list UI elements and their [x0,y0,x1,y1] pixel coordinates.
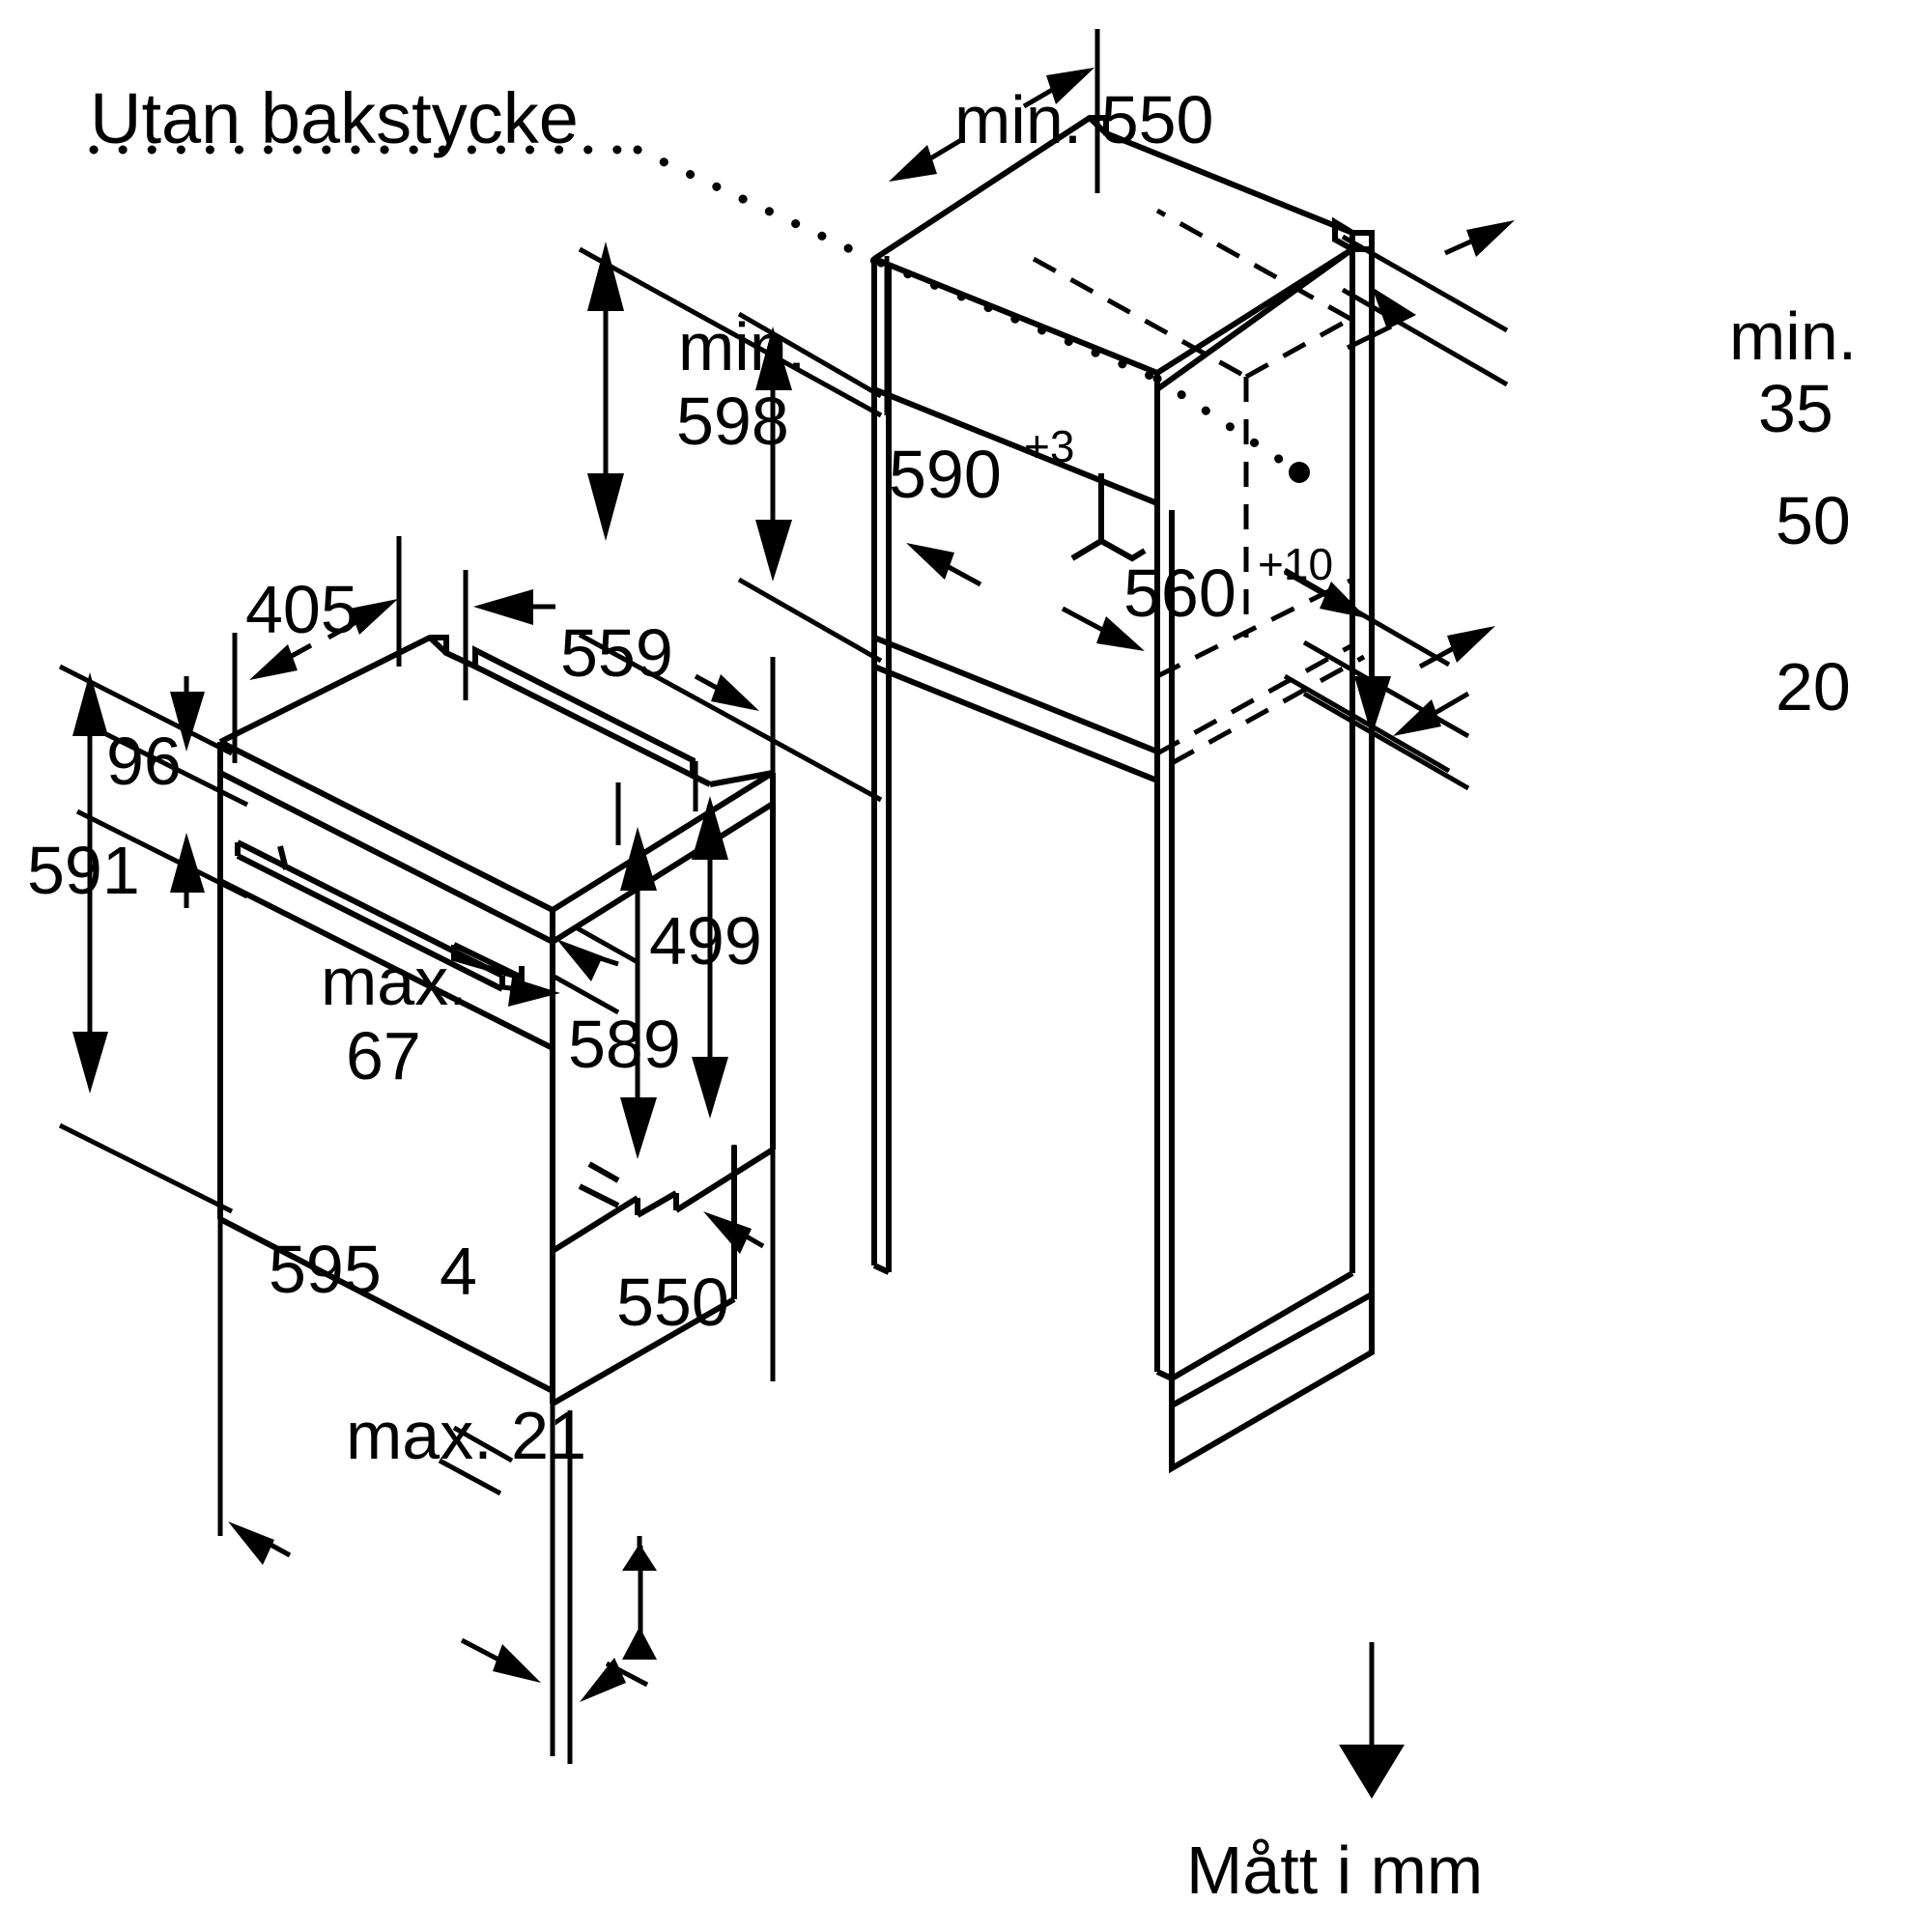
appliance-view [217,635,776,1406]
dimension-4 [438,1425,657,1660]
dimension-min-550 [884,29,1100,415]
dimension-559 [463,570,776,784]
label-20: 20 [1776,649,1851,724]
label-591: 591 [27,833,140,908]
dimension-590-plus-3 [737,311,883,664]
label-590-tolerance: +3 [1024,421,1074,471]
dimension-595 [217,1219,541,1683]
label-min-598-word: min. [678,309,806,384]
label-min-35-value: 35 [1758,371,1833,446]
appliance-bottom-notches [578,1161,620,1208]
label-560-tolerance: +10 [1258,539,1333,589]
dimension-20 [1302,626,1495,791]
label-min-35-word: min. [1729,298,1857,374]
label-405: 405 [245,572,358,647]
drawing-title: Utan bakstycke [90,78,579,158]
label-550: 550 [616,1264,729,1340]
label-499: 499 [649,903,762,979]
cabinet-top-board [871,115,1375,508]
label-max-21: max. 21 [346,1398,586,1473]
appliance-top-face [218,635,775,913]
label-max-67-word: max. [321,944,468,1019]
label-560: 560 [1123,555,1236,631]
label-595: 595 [269,1232,382,1307]
appliance-side-panel [550,804,776,1406]
dimension-591 [58,664,234,1214]
dimension-560-plus-10 [906,543,1145,651]
title-leader-dotted [89,145,1310,483]
label-559: 559 [560,615,673,691]
cabinet-niche-view [871,115,1375,1474]
cabinet-right-edge [1154,503,1175,1381]
cabinet-left-panel [871,389,892,1275]
appliance-control-strip [218,878,554,1051]
label-max-67-value: 67 [346,1018,421,1094]
footer-units-note: Mått i mm [1186,1833,1483,1908]
label-96: 96 [106,724,182,799]
dimension-min-598 [578,242,883,803]
niche-support-bracket [1070,473,1147,562]
label-589: 589 [568,1007,681,1082]
label-50: 50 [1776,483,1851,558]
label-min-598-value: 598 [676,384,789,459]
label-4: 4 [440,1234,477,1309]
cabinet-hidden-edges [1032,208,1366,766]
dimension-50 [1283,333,1451,1273]
appliance-door-handle [235,839,525,992]
dimension-50-lower-arrow [1339,1642,1405,1799]
cabinet-top-tab [1332,216,1355,255]
label-590: 590 [889,437,1002,512]
dimension-499 [615,761,728,1159]
dimension-405 [232,536,402,763]
dimension-max-67 [501,924,639,1015]
dimension-max-21 [550,1406,573,1764]
label-min-550: min. 550 [954,82,1213,157]
